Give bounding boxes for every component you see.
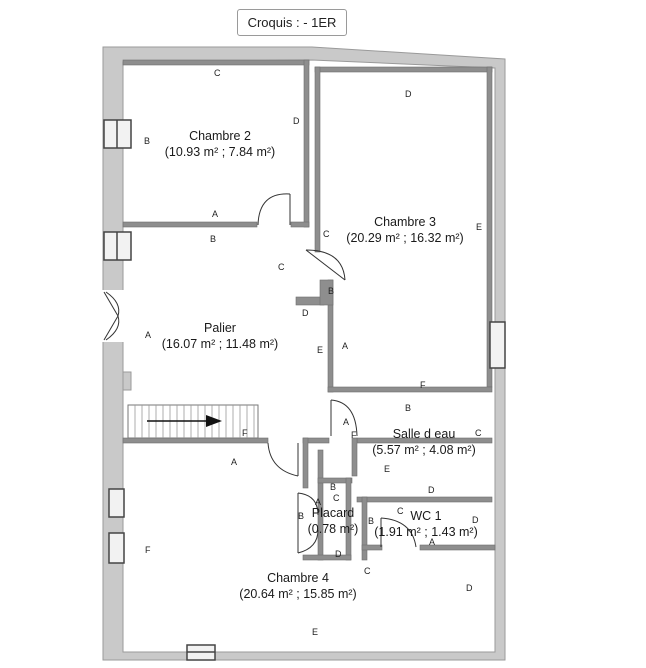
room-area: (16.07 m² ; 11.48 m²) [161, 337, 279, 351]
wall-letter: A [342, 341, 349, 351]
wall-letter: D [293, 116, 300, 126]
wall-letter: A [231, 457, 238, 467]
room-label-chambre-2: Chambre 2 (10.93 m² ; 7.84 m²) [150, 128, 290, 160]
wall-letter: A [429, 537, 436, 547]
room-name: Chambre 4 [267, 571, 329, 585]
wall-letter: C [214, 68, 221, 78]
wall-letter: E [312, 627, 319, 637]
windows [103, 119, 506, 661]
room-area: (10.93 m² ; 7.84 m²) [164, 145, 276, 159]
room-label-placard: Placard (0.78 m²) [298, 505, 368, 537]
wall-letter: B [144, 136, 151, 146]
room-name: Salle d eau [392, 427, 456, 441]
room-area: (20.64 m² ; 15.85 m²) [239, 587, 357, 601]
room-label-salle-d-eau: Salle d eau (5.57 m² ; 4.08 m²) [356, 426, 492, 458]
room-name: Chambre 2 [189, 129, 251, 143]
wall-letter: F [242, 428, 248, 438]
wall-letter: C [278, 262, 285, 272]
sketch-title: Croquis : - 1ER [237, 9, 347, 36]
wall-letter: A [145, 330, 152, 340]
room-area: (20.29 m² ; 16.32 m²) [346, 231, 464, 245]
wall-letter: B [210, 234, 217, 244]
wall-letter: C [333, 493, 340, 503]
wall-letter: C [397, 506, 404, 516]
wall-letter: B [330, 482, 337, 492]
wall-letter: E [317, 345, 324, 355]
wall-letter: B [368, 516, 375, 526]
room-area: (0.78 m²) [307, 522, 359, 536]
room-label-chambre-4: Chambre 4 (20.64 m² ; 15.85 m²) [228, 570, 368, 602]
wall-letter: F [420, 380, 426, 390]
wall-letter: F [145, 545, 151, 555]
staircase [122, 371, 259, 439]
entry-opening [102, 290, 125, 342]
room-label-chambre-3: Chambre 3 (20.29 m² ; 16.32 m²) [335, 214, 475, 246]
wall-letter: E [384, 464, 391, 474]
wall-letter: D [405, 89, 412, 99]
wall-letter: E [476, 222, 483, 232]
wall-letter: A [343, 417, 350, 427]
wall-letter: D [472, 515, 479, 525]
room-name: Palier [204, 321, 236, 335]
wall-letter: B [405, 403, 412, 413]
wall-letter: C [323, 229, 330, 239]
wall-letter: A [315, 497, 322, 507]
wall-letter: A [212, 209, 219, 219]
room-area: (5.57 m² ; 4.08 m²) [372, 443, 476, 457]
wall-letter: D [302, 308, 309, 318]
wall-letter: C [475, 428, 482, 438]
room-name: WC 1 [410, 509, 442, 523]
wall-letter: B [298, 511, 305, 521]
room-name: Chambre 3 [374, 215, 436, 229]
wall-letter: D [335, 549, 342, 559]
wall-letter: C [364, 566, 371, 576]
room-label-palier: Palier (16.07 m² ; 11.48 m²) [150, 320, 290, 352]
wall-letter: D [428, 485, 435, 495]
room-label-wc-1: WC 1 (1.91 m² ; 1.43 m²) [368, 508, 484, 540]
wall-letter: B [328, 286, 335, 296]
wall-letter: F [351, 430, 357, 440]
doors [103, 193, 417, 554]
wall-letter: D [466, 583, 473, 593]
room-area: (1.91 m² ; 1.43 m²) [374, 525, 478, 539]
room-name: Placard [311, 506, 355, 520]
